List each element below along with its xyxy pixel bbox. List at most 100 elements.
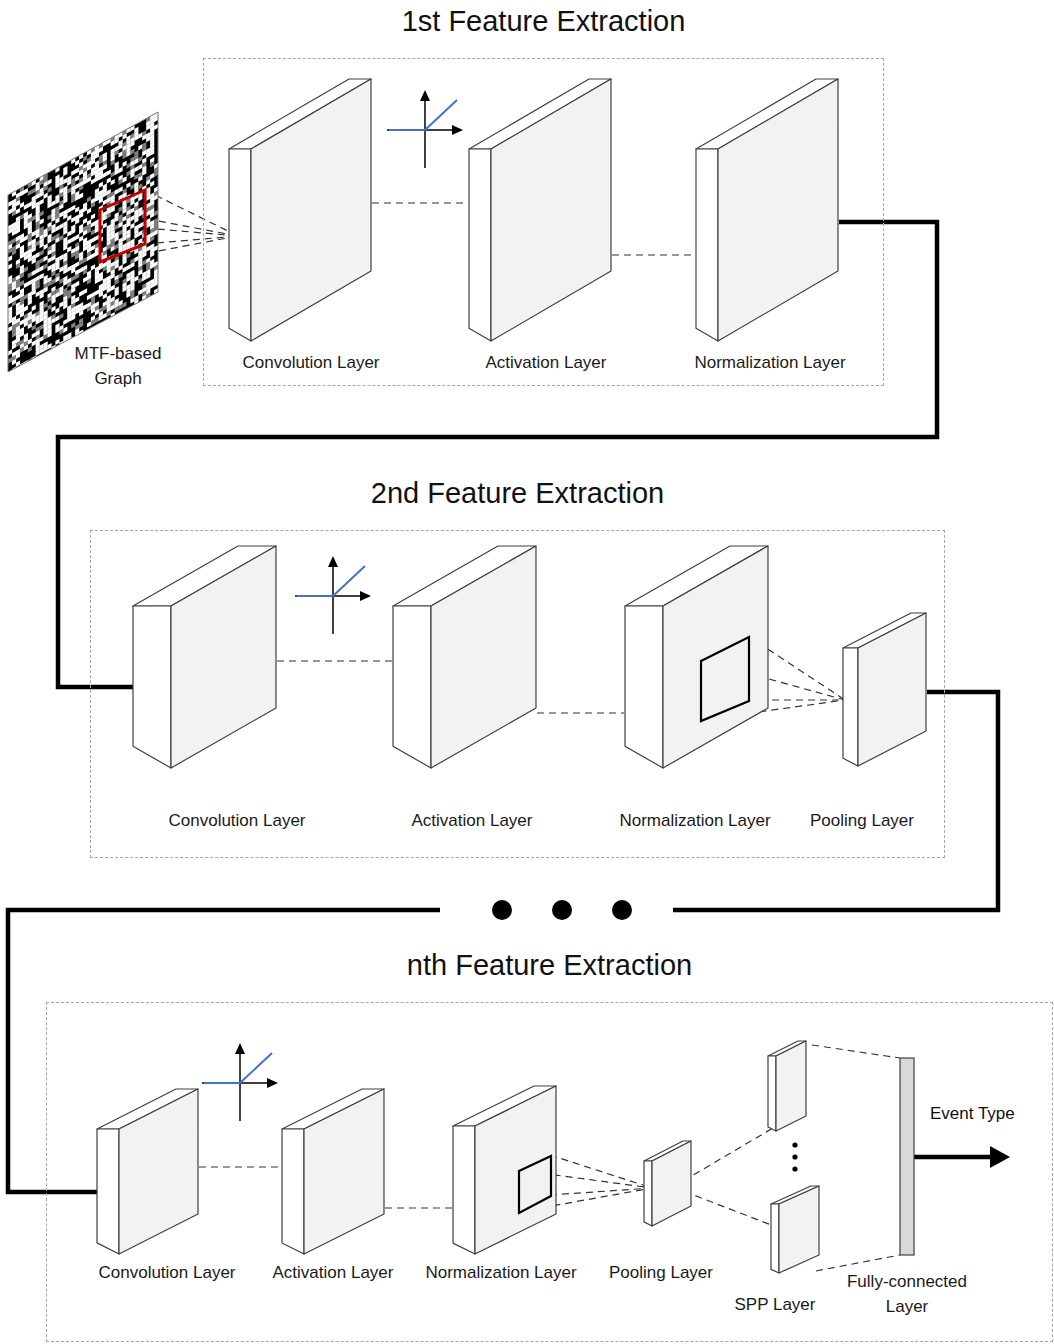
mtf-ground bbox=[8, 112, 158, 372]
mtf-cell bbox=[47, 304, 51, 310]
mtf-cell bbox=[67, 266, 71, 272]
mtf-cell bbox=[146, 179, 150, 185]
mtf-cell bbox=[142, 169, 146, 175]
mtf-cell bbox=[79, 322, 83, 328]
mtf-cell bbox=[55, 327, 59, 333]
mtf-cell bbox=[67, 230, 71, 236]
mtf-cell bbox=[142, 134, 146, 140]
connector bbox=[372, 203, 468, 204]
mtf-cell bbox=[150, 181, 154, 187]
slab-face bbox=[652, 1141, 691, 1226]
layer-shape bbox=[132, 545, 277, 769]
slab-side bbox=[97, 1129, 119, 1254]
mtf-cell bbox=[12, 249, 16, 255]
layer-block: Normalization Layer bbox=[692, 78, 847, 378]
mtf-cell bbox=[47, 187, 51, 193]
mtf-cell bbox=[40, 199, 44, 205]
mtf-cell bbox=[59, 192, 63, 198]
dashed-link bbox=[550, 1188, 652, 1195]
mtf-cell bbox=[99, 197, 103, 203]
mtf-cell bbox=[83, 276, 87, 282]
axis bbox=[332, 566, 334, 634]
layer-label: Convolution Layer bbox=[98, 1261, 235, 1286]
mtf-cell bbox=[126, 162, 130, 168]
mtf-cell bbox=[12, 300, 16, 306]
mtf-cell bbox=[111, 171, 115, 177]
layer-label: Normalization Layer bbox=[619, 809, 770, 834]
mtf-cell bbox=[150, 173, 154, 179]
layer-label: Activation Layer bbox=[273, 1261, 394, 1286]
mtf-cell bbox=[28, 299, 32, 305]
mtf-cell bbox=[63, 268, 67, 274]
layer-block: Convolution Layer bbox=[94, 1088, 238, 1288]
mtf-cell bbox=[32, 317, 36, 323]
mtf-cell bbox=[36, 193, 40, 199]
mtf-cell bbox=[63, 178, 67, 184]
mtf-cell bbox=[28, 272, 32, 278]
mtf-cell bbox=[40, 293, 44, 299]
layer-label: Convolution Layer bbox=[242, 351, 379, 376]
mtf-cell bbox=[111, 304, 115, 310]
mtf-cell bbox=[103, 312, 107, 318]
mtf-cell bbox=[63, 280, 67, 286]
mtf-cell bbox=[28, 323, 32, 329]
mtf-cell bbox=[130, 297, 134, 303]
mtf-cell bbox=[79, 228, 83, 234]
mtf-cell bbox=[16, 286, 20, 292]
mtf-cell bbox=[44, 263, 48, 269]
mtf-cell bbox=[107, 310, 111, 316]
axis bbox=[424, 100, 426, 168]
mtf-cell bbox=[111, 285, 115, 291]
mtf-cell bbox=[40, 191, 44, 197]
connector bbox=[277, 661, 392, 662]
mtf-cell bbox=[16, 310, 20, 316]
layer-shape bbox=[767, 1040, 821, 1274]
mtf-cell bbox=[83, 218, 87, 224]
mtf-cell bbox=[138, 144, 142, 150]
layer-label: Pooling Layer bbox=[810, 809, 914, 834]
mtf-cell bbox=[24, 266, 28, 272]
mtf-cell bbox=[91, 319, 95, 325]
mtf-cell bbox=[63, 326, 67, 332]
layer-shape bbox=[899, 1057, 915, 1256]
mtf-cell bbox=[51, 255, 55, 261]
mtf-cell bbox=[79, 236, 83, 242]
axis-head bbox=[420, 90, 430, 101]
mtf-cell bbox=[83, 179, 87, 185]
mtf-cell bbox=[16, 294, 20, 300]
mtf-cell bbox=[32, 340, 36, 346]
mtf-cell bbox=[75, 159, 79, 165]
mtf-cell bbox=[111, 159, 115, 165]
slab-face bbox=[431, 546, 536, 768]
mtf-cell bbox=[115, 279, 119, 285]
stage-heading: nth Feature Extraction bbox=[47, 948, 1052, 983]
mtf-cell bbox=[134, 158, 138, 164]
mtf-cell bbox=[91, 170, 95, 176]
mtf-cell bbox=[103, 164, 107, 170]
mtf-cell bbox=[107, 212, 111, 218]
mtf-cell bbox=[99, 315, 103, 321]
mtf-cell bbox=[142, 275, 146, 281]
mtf-cell bbox=[130, 184, 134, 190]
mtf-cell bbox=[8, 349, 12, 355]
mtf-cell bbox=[67, 281, 71, 287]
mtf-cell bbox=[122, 161, 126, 167]
layer-block: Pooling Layer bbox=[808, 612, 929, 836]
mtf-cell bbox=[91, 264, 95, 270]
slab-side bbox=[771, 1204, 779, 1273]
mtf-cell bbox=[146, 124, 150, 130]
mtf-cell bbox=[44, 243, 48, 249]
focus-window bbox=[100, 190, 145, 262]
layer-block: Normalization Layer bbox=[617, 545, 772, 836]
slab-face bbox=[663, 546, 768, 768]
mtf-cell bbox=[126, 170, 130, 176]
mtf-texture bbox=[8, 112, 158, 375]
mtf-cell bbox=[24, 344, 28, 350]
mtf-cell bbox=[126, 292, 130, 298]
mtf-cell bbox=[126, 264, 130, 270]
mtf-cell bbox=[99, 276, 103, 282]
mtf-cell bbox=[146, 210, 150, 216]
mtf-cell bbox=[103, 191, 107, 197]
mtf-cell bbox=[87, 306, 91, 312]
mtf-cell bbox=[75, 175, 79, 181]
